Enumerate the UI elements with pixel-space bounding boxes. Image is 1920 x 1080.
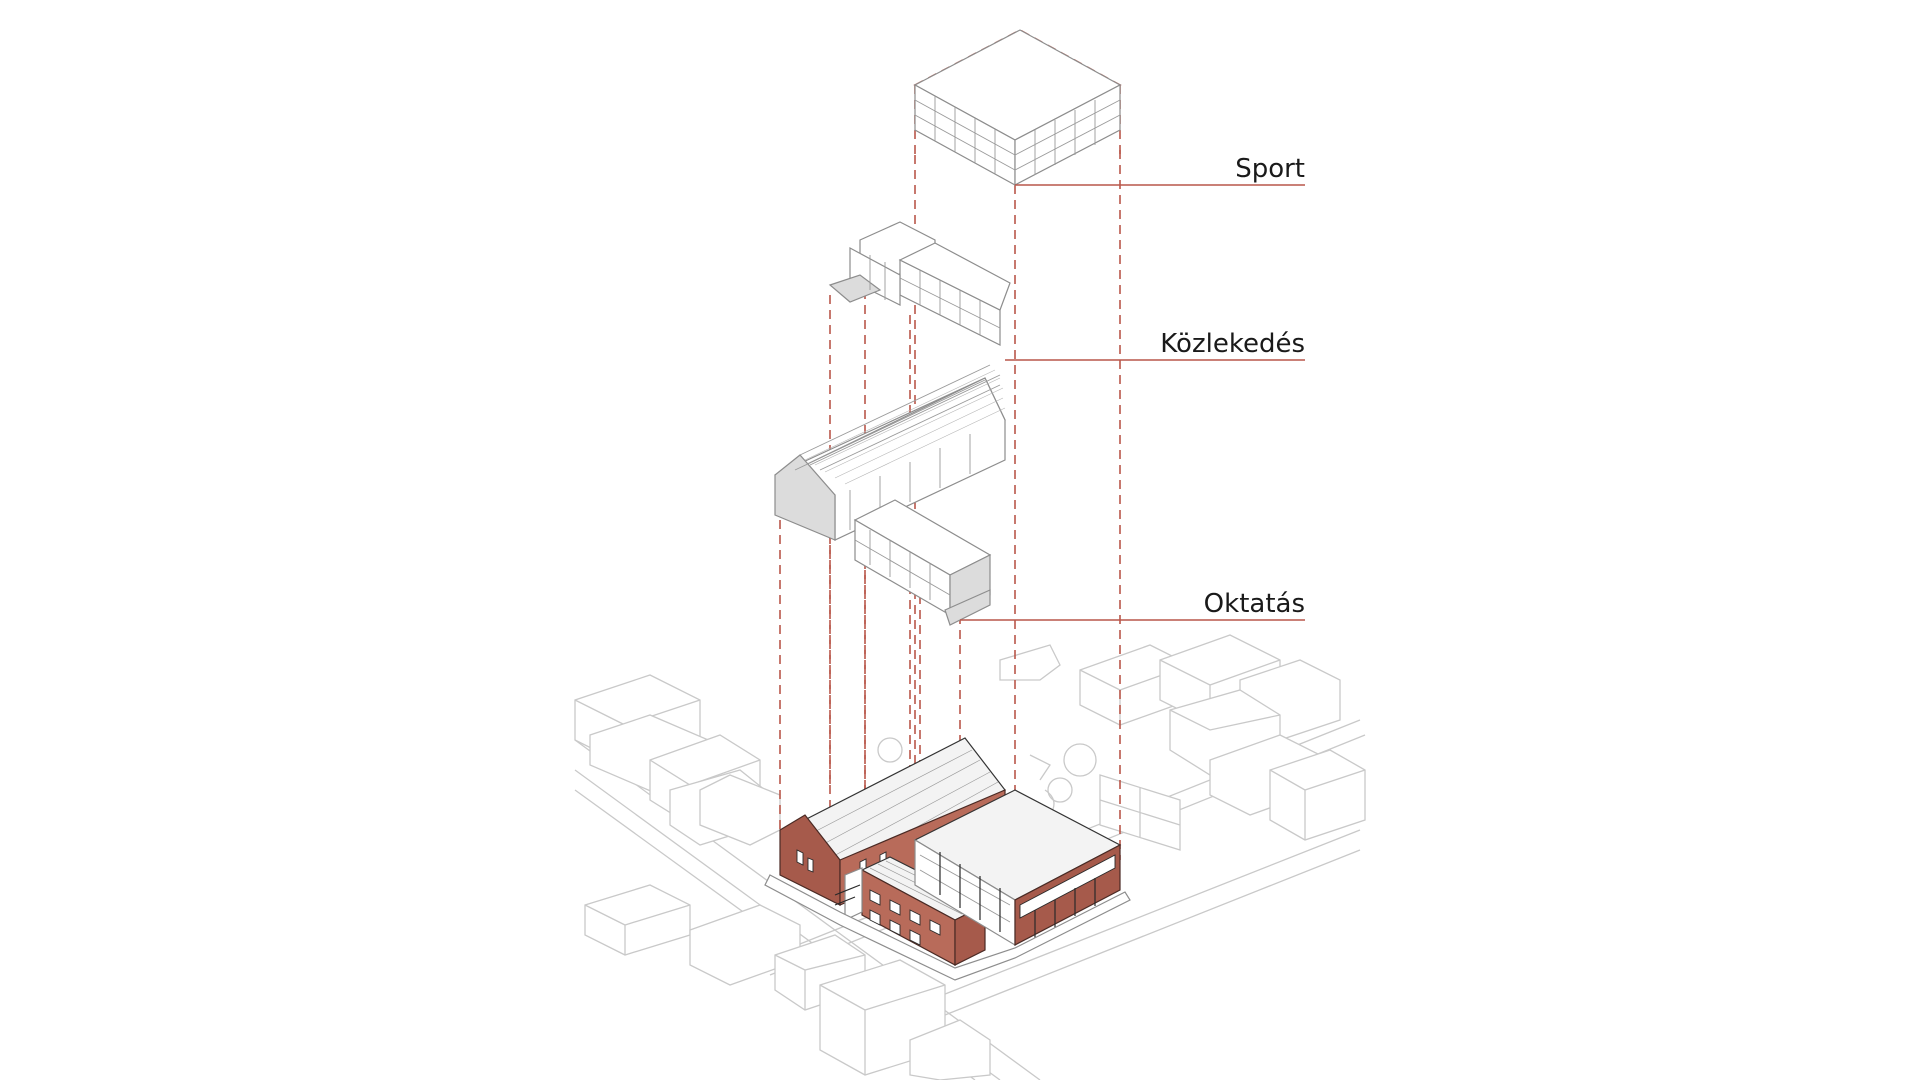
label-leaders <box>960 184 1305 621</box>
transport-volume <box>828 221 1011 346</box>
label-sport: Sport <box>1235 154 1305 184</box>
education-volumes <box>774 364 1006 626</box>
school-building <box>764 737 1131 981</box>
sport-volume <box>913 29 1122 187</box>
labels: Sport Közlekedés Oktatás <box>1160 154 1305 619</box>
label-kozlekedes: Közlekedés <box>1160 329 1305 359</box>
label-oktatas: Oktatás <box>1204 589 1305 619</box>
